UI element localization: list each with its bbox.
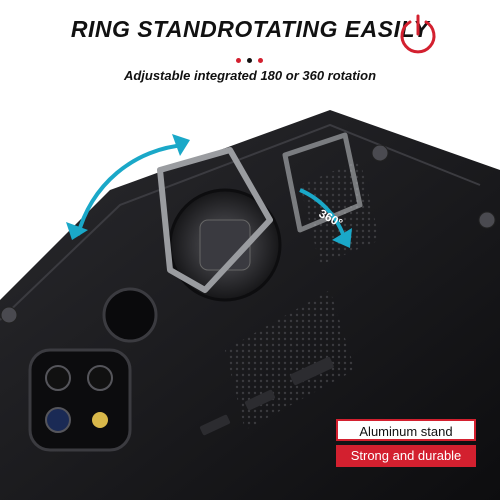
phone-case-illustration: 180° 360° <box>0 110 500 500</box>
divider-dots <box>236 58 263 63</box>
screw-top-right <box>371 144 389 162</box>
ring-holder-plate <box>199 219 251 271</box>
camera-flash <box>92 412 108 428</box>
subline: Adjustable integrated 180 or 360 rotatio… <box>123 68 377 83</box>
screw-left <box>0 306 18 324</box>
camera-lens-2 <box>87 365 113 391</box>
side-button-1 <box>199 414 231 436</box>
ring-metal <box>157 147 273 293</box>
camera-module <box>28 348 132 452</box>
camera-lens-3 <box>45 407 71 433</box>
badge-aluminum-stand: Aluminum stand <box>336 419 476 441</box>
rotate-arrow-right <box>299 188 347 241</box>
power-icon <box>400 14 436 54</box>
badge-strong-durable: Strong and durable <box>336 445 476 467</box>
side-button-3 <box>290 356 334 386</box>
fingerprint-cutout <box>102 287 158 343</box>
grip-texture-bottom <box>225 290 355 430</box>
ring-ghost <box>282 132 363 233</box>
screw-right <box>478 211 496 229</box>
side-button-2 <box>244 389 276 411</box>
case-edge <box>0 123 481 321</box>
headline: RING STANDROTATING EASILY <box>70 16 430 42</box>
rotate-arrow-left <box>76 143 186 236</box>
camera-lens-1 <box>45 365 71 391</box>
